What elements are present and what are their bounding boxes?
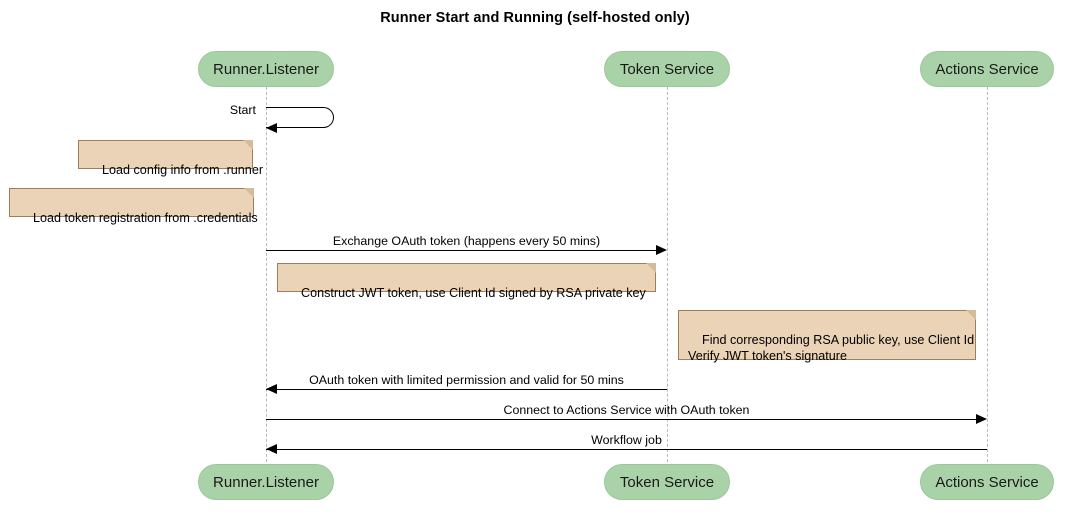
note-fold-icon: [966, 310, 976, 320]
note-verify-jwt-text: Find corresponding RSA public key, use C…: [688, 333, 975, 363]
diagram-title: Runner Start and Running (self-hosted on…: [380, 10, 690, 26]
message-oauth-return-label: OAuth token with limited permission and …: [309, 373, 624, 387]
message-exchange-line: [266, 250, 658, 251]
lifeline-actions: [987, 87, 988, 462]
note-fold-icon: [243, 140, 253, 150]
note-load-credentials: Load token registration from .credential…: [9, 188, 258, 225]
note-construct-jwt: Construct JWT token, use Client Id signe…: [277, 263, 656, 300]
message-start-label: Start: [229, 103, 256, 117]
message-workflow-job-arrowhead: [266, 444, 277, 454]
participant-token-top-label: Token Service: [619, 60, 715, 78]
message-workflow-job-line: [266, 449, 987, 450]
message-workflow-job-label: Workflow job: [591, 433, 662, 447]
note-verify-jwt: Find corresponding RSA public key, use C…: [678, 310, 976, 363]
note-load-credentials-text: Load token registration from .credential…: [33, 211, 258, 225]
message-start-arrowhead: [266, 123, 277, 133]
participant-runner-top[interactable]: Runner.Listener: [198, 51, 334, 87]
participant-actions-top[interactable]: Actions Service: [920, 51, 1054, 87]
message-start-loop: [266, 107, 334, 128]
message-oauth-return-line: [266, 389, 667, 390]
participant-actions-top-label: Actions Service: [935, 60, 1039, 78]
message-exchange-label: Exchange OAuth token (happens every 50 m…: [332, 234, 601, 248]
message-oauth-return-arrowhead: [266, 384, 277, 394]
participant-actions-bottom-label: Actions Service: [935, 473, 1039, 491]
participant-runner-top-label: Runner.Listener: [213, 60, 319, 78]
note-construct-jwt-text: Construct JWT token, use Client Id signe…: [301, 286, 646, 300]
participant-runner-bottom[interactable]: Runner.Listener: [198, 464, 334, 500]
participant-token-top[interactable]: Token Service: [604, 51, 730, 87]
lifeline-runner: [266, 87, 267, 462]
participant-token-bottom[interactable]: Token Service: [604, 464, 730, 500]
participant-actions-bottom[interactable]: Actions Service: [920, 464, 1054, 500]
participant-token-bottom-label: Token Service: [619, 473, 715, 491]
participant-runner-bottom-label: Runner.Listener: [213, 473, 319, 491]
note-fold-icon: [244, 188, 254, 198]
note-load-config: Load config info from .runner: [78, 140, 263, 177]
message-connect-arrowhead: [976, 414, 987, 424]
message-connect-line: [266, 419, 978, 420]
message-connect-label: Connect to Actions Service with OAuth to…: [503, 403, 750, 417]
note-load-config-text: Load config info from .runner: [102, 163, 264, 177]
lifeline-token: [667, 87, 668, 462]
note-fold-icon: [646, 263, 656, 273]
message-exchange-arrowhead: [656, 245, 667, 255]
